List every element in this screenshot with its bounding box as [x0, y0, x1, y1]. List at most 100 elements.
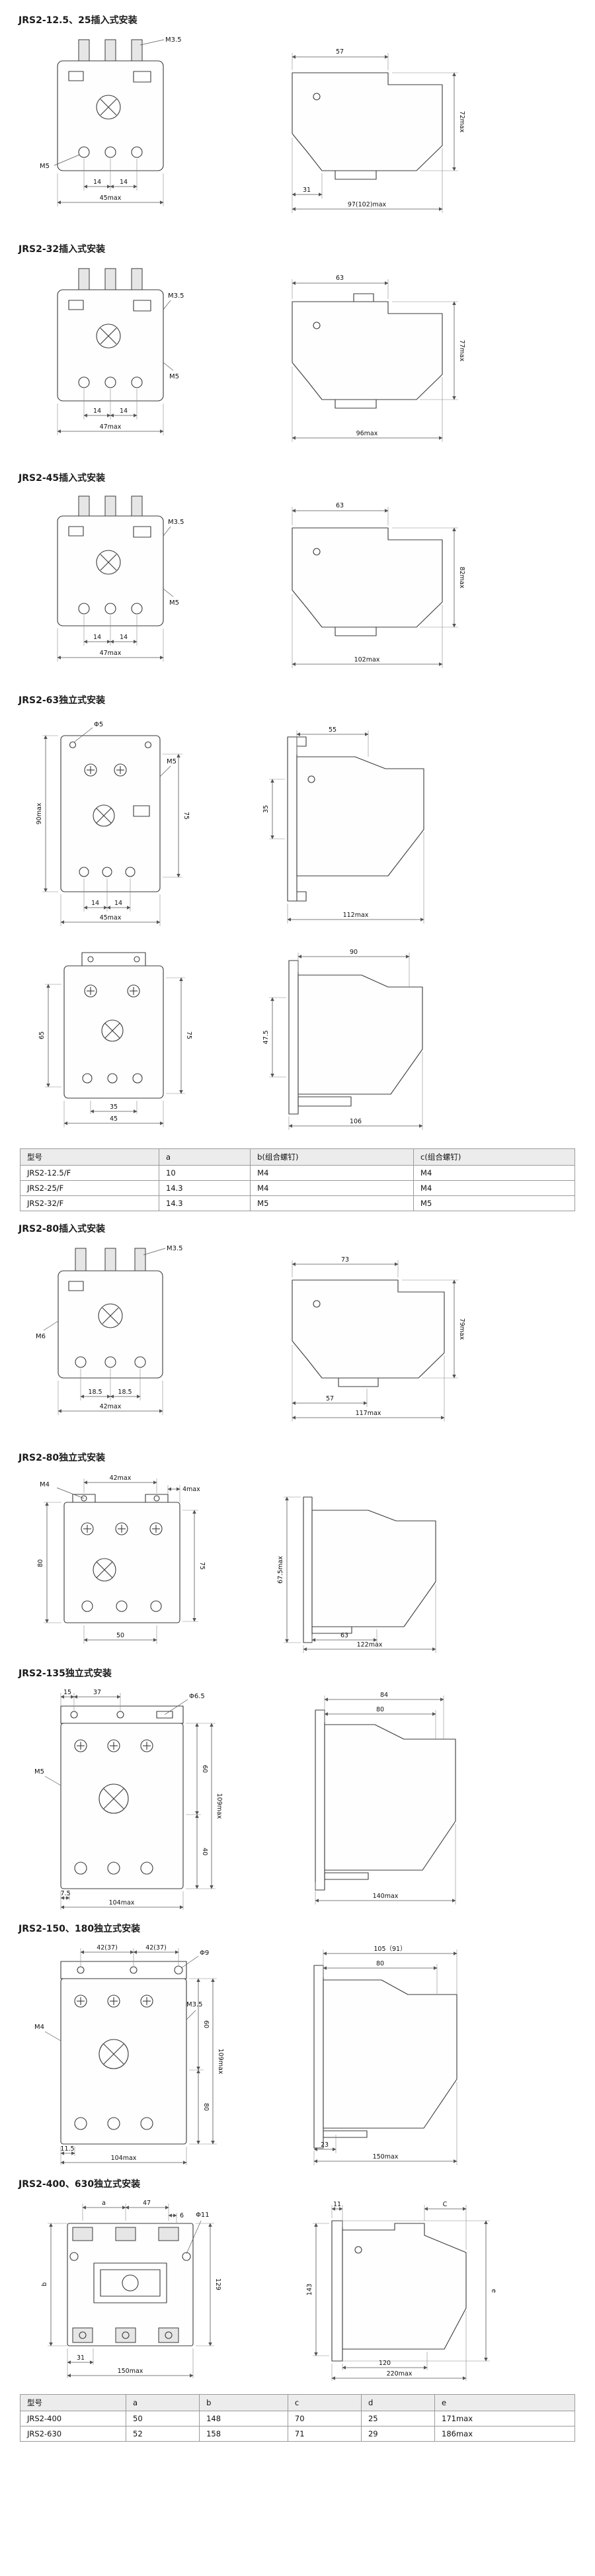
front-view-drawing: Φ11 a 47 6 b 129 31 150max: [41, 2200, 221, 2378]
relay-body-outline: [63, 1494, 180, 1623]
dimensions: 67.5max 63 122max: [277, 1496, 436, 1653]
dim-label: 47: [143, 2200, 151, 2207]
side-view-drawing: 84 80 140max: [315, 1692, 456, 1905]
dimensions: 14 14 47max: [57, 389, 164, 435]
dim-label: 42max: [100, 1403, 122, 1410]
relay-body-outline: [58, 1248, 163, 1379]
dim-label: 143: [306, 2284, 313, 2296]
dim-label: 14: [120, 634, 128, 641]
dim-label: C: [443, 2201, 448, 2208]
dimensions: 42(37) 42(37) 60 80 109max 11.5 104max: [60, 1944, 224, 2165]
leader-line: [159, 765, 171, 777]
relay-profile-outline: [303, 1496, 436, 1643]
dim-label: 122max: [357, 1641, 383, 1649]
dim-label: 14: [93, 408, 101, 415]
relay-profile-outline: [292, 1279, 445, 1387]
dim-label: 14: [120, 408, 128, 415]
side-view-drawing: 63 82max 102max: [292, 502, 465, 668]
section-title: JRS2-32插入式安装: [19, 244, 106, 255]
dimensions: 57 72max 31 97(102)max: [292, 48, 465, 213]
dim-label: Φ9: [200, 1950, 209, 1957]
col-header: a: [158, 1148, 251, 1166]
dimensions: 55 35 112max: [262, 726, 424, 923]
relay-body-outline: [63, 952, 164, 1099]
dim-label: b: [41, 2282, 48, 2286]
dimensions: 105（91） 80 23 150max: [313, 1945, 457, 2165]
dim-label: 109max: [216, 1793, 223, 1819]
front-view-drawing: Φ6.5 M5 15 37 60 40 109max 7.5 104: [34, 1689, 223, 1910]
section-jrs2-63-independent: JRS2-63独立式安装 Φ5 M5 90max 75: [0, 693, 595, 1211]
dim-label: 42(37): [97, 1944, 118, 1952]
col-header: 型号: [20, 2394, 126, 2411]
section-title: JRS2-150、180独立式安装: [19, 1924, 141, 1934]
dim-label: 150max: [373, 2153, 399, 2161]
dim-label: 140max: [373, 1893, 399, 1900]
dimensions: 14 14 45max: [57, 159, 164, 206]
dimensions: 90max 75 14 14 45max: [36, 735, 190, 926]
dim-label: 63: [336, 502, 344, 509]
relay-body-outline: [60, 1961, 187, 2145]
section-jrs2-80-plugin: JRS2-80插入式安装 M3.5 M6 18.5 18.5: [0, 1222, 595, 1440]
dim-label: 50: [116, 1632, 124, 1639]
relay-body-outline: [60, 1705, 184, 1889]
drawing-row: M3.5 M5 14 14 47max: [0, 262, 595, 460]
relay-body-outline: [57, 268, 164, 402]
dim-label: 97(102)max: [348, 201, 387, 208]
leader-line: [186, 2010, 196, 2020]
dimensions: 90 47.5 106: [262, 949, 423, 1130]
dim-label: 37: [93, 1689, 101, 1696]
dim-label: 45max: [100, 914, 122, 922]
dimensions: 11 C 143 e 120 220max: [306, 2201, 497, 2381]
dim-label: 112max: [343, 912, 369, 919]
dim-label: 35: [110, 1103, 118, 1111]
relay-profile-outline: [292, 72, 443, 180]
drawing-row: M3.5 M5 14 14 45max: [0, 33, 595, 232]
relay-profile-outline: [315, 1709, 456, 1891]
table-header-row: 型号 a b(组合螺钉) c(组合螺钉): [20, 1148, 575, 1166]
section-title: JRS2-63独立式安装: [19, 695, 106, 706]
col-header: e: [434, 2394, 575, 2411]
section-jrs2-400-630-independent: JRS2-400、630独立式安装 Φ11 a 47: [0, 2177, 595, 2442]
col-header: b: [199, 2394, 288, 2411]
dim-label: a: [102, 2200, 106, 2207]
drawing-row: Φ5 M5 90max 75 14 14 45max: [0, 713, 595, 931]
dim-label: 96max: [356, 430, 378, 437]
dim-label: M5: [169, 373, 179, 380]
front-view-drawing: Φ5 M5 90max 75 14 14 45max: [36, 721, 190, 926]
section-title: JRS2-80独立式安装: [19, 1453, 106, 1463]
dim-label: 72max: [458, 111, 465, 133]
dim-label: M4: [34, 2024, 44, 2031]
side-view-drawing: 11 C 143 e 120 220max: [306, 2201, 497, 2381]
table-header-row: 型号 a b c d e: [20, 2394, 575, 2411]
drawing-row: 75 65 35 45 90: [0, 938, 595, 1137]
dim-label: M4: [40, 1481, 50, 1488]
relay-profile-outline: [313, 1965, 457, 2149]
dim-label: 18.5: [88, 1389, 102, 1396]
col-header: a: [125, 2394, 200, 2411]
drawing-row: Φ11 a 47 6 b 129 31 150max: [0, 2197, 595, 2382]
relay-profile-outline: [331, 2220, 467, 2362]
col-header: d: [360, 2394, 436, 2411]
side-view-drawing: 73 79max 57 117max: [292, 1256, 465, 1422]
dim-label: 80: [202, 2103, 210, 2111]
leader-line: [186, 2220, 202, 2254]
dim-label: 63: [336, 275, 344, 282]
dimensions: 63 77max 96max: [292, 275, 465, 442]
section-title: JRS2-135独立式安装: [19, 1668, 112, 1679]
dim-label: Φ5: [94, 721, 103, 728]
front-view-drawing: M4 42max 4max 80 75 50: [37, 1475, 206, 1644]
relay-profile-outline: [292, 293, 443, 409]
dim-label: 11.5: [60, 2145, 74, 2153]
dim-label: 14: [91, 900, 99, 907]
dim-label: 57: [336, 48, 344, 56]
front-view-bracket-drawing: 75 65 35 45: [38, 952, 192, 1127]
leader-line: [163, 526, 171, 537]
dim-label: 80: [376, 1960, 384, 1967]
dim-label: 42max: [110, 1475, 132, 1482]
dim-label: 23: [321, 2141, 329, 2149]
